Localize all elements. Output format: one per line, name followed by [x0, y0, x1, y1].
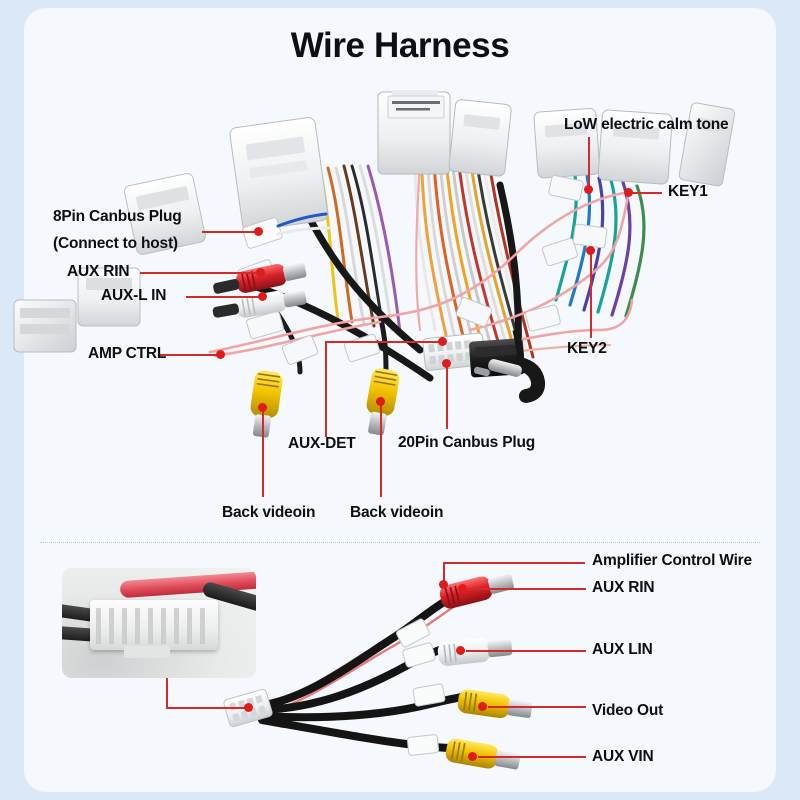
label-aux-det: AUX-DET: [288, 435, 356, 452]
dot-aux-rin: [256, 268, 265, 277]
connector-closeup-photo: [62, 568, 256, 678]
dot-low-electric: [584, 185, 593, 194]
leader-inset-h: [166, 707, 250, 709]
leader-aux-rin: [140, 272, 260, 274]
dot-aux-l-in: [258, 292, 267, 301]
label-low-electric-calm-tone: LoW electric calm tone: [564, 116, 729, 133]
section-divider: [40, 542, 760, 543]
dot-aux-det: [438, 337, 447, 346]
dot-8pin: [254, 227, 263, 236]
leader-aux-vin: [478, 756, 586, 758]
label-aux-rin: AUX RIN: [67, 263, 130, 280]
dot-aux-rin-bottom: [458, 584, 467, 593]
page-title: Wire Harness: [290, 26, 510, 65]
leader-aux-lin: [466, 650, 586, 652]
leader-aux-det-v: [325, 341, 327, 437]
harness-illustration-top: [13, 90, 736, 438]
label-8pin-canbus-subtitle: (Connect to host): [53, 235, 178, 252]
dot-key2: [586, 246, 595, 255]
label-aux-rin-bottom: AUX RIN: [592, 579, 655, 596]
harness-photo-bottom: [0, 540, 800, 800]
label-key1: KEY1: [668, 183, 708, 200]
leader-amp-wire-v: [443, 562, 445, 584]
dot-amp-ctrl: [216, 350, 225, 359]
white-20pin-connector: [90, 600, 218, 650]
harness-photo-top: [13, 90, 736, 438]
label-20pin-canbus-plug: 20Pin Canbus Plug: [398, 434, 535, 451]
leader-amp-wire-h: [443, 562, 585, 564]
dot-20pin: [442, 359, 451, 368]
dot-key1: [624, 188, 633, 197]
leader-aux-det-h: [325, 341, 443, 343]
label-back-videoin-2: Back videoin: [350, 504, 444, 521]
harness-illustration-bottom: [223, 573, 533, 770]
leader-8pin: [202, 231, 256, 233]
dot-aux-lin: [456, 646, 465, 655]
leader-inset-v: [166, 678, 168, 707]
label-video-out: Video Out: [592, 702, 664, 719]
label-key2: KEY2: [567, 340, 607, 357]
dot-back-videoin-1: [258, 403, 267, 412]
dot-amp-wire: [439, 580, 448, 589]
leader-video-out: [488, 706, 586, 708]
leader-back-videoin-2: [380, 401, 382, 497]
label-amplifier-control-wire: Amplifier Control Wire: [592, 552, 752, 569]
leader-low-electric: [588, 137, 590, 189]
dot-video-out: [478, 702, 487, 711]
dot-aux-vin: [468, 752, 477, 761]
leader-aux-rin-bottom: [468, 588, 586, 590]
label-8pin-canbus-plug: 8Pin Canbus Plug: [53, 208, 182, 225]
label-back-videoin-1: Back videoin: [222, 504, 316, 521]
label-aux-l-in: AUX-L IN: [101, 287, 167, 304]
leader-aux-l-in: [186, 296, 262, 298]
leader-key2: [590, 250, 592, 338]
label-aux-lin: AUX LIN: [592, 641, 653, 658]
label-amp-ctrl: AMP CTRL: [88, 345, 167, 362]
label-aux-vin: AUX VIN: [592, 748, 654, 765]
connector-latch: [124, 646, 170, 658]
leader-20pin: [446, 363, 448, 429]
leader-key1: [632, 192, 662, 194]
dot-inset-connector: [244, 703, 253, 712]
dot-back-videoin-2: [376, 397, 385, 406]
leader-back-videoin-1: [262, 407, 264, 497]
leader-amp-ctrl: [160, 354, 222, 356]
